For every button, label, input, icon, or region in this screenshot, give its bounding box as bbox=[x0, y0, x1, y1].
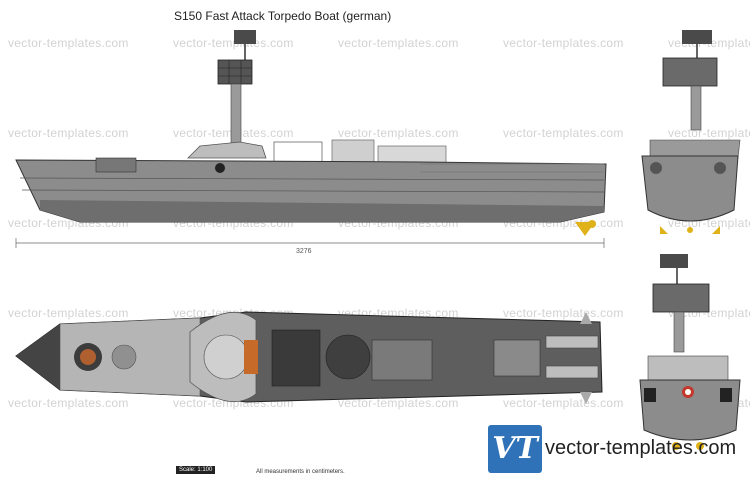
front-view bbox=[641, 30, 741, 234]
dimension-label: 3276 bbox=[296, 248, 312, 255]
bridge bbox=[187, 141, 267, 159]
torpedo-tube bbox=[545, 335, 599, 349]
railing bbox=[273, 141, 323, 165]
radar-panel bbox=[217, 59, 253, 85]
emblem bbox=[215, 163, 225, 173]
torpedo-tube bbox=[545, 365, 599, 379]
top-view bbox=[15, 311, 603, 404]
measurement-note: All measurements in centimeters. bbox=[256, 469, 345, 475]
side-view bbox=[15, 30, 607, 248]
scale-badge: Scale: 1:100 bbox=[176, 466, 216, 474]
gun-mount bbox=[80, 349, 96, 365]
bow-gun bbox=[95, 157, 137, 173]
mast bbox=[230, 83, 242, 145]
page-title: S150 Fast Attack Torpedo Boat (german) bbox=[174, 9, 392, 23]
rear-view bbox=[639, 254, 741, 450]
vt-logo-icon: VT bbox=[488, 425, 542, 473]
mast-top-antenna bbox=[234, 30, 256, 44]
brand-link[interactable]: vector-templates.com bbox=[545, 437, 737, 459]
